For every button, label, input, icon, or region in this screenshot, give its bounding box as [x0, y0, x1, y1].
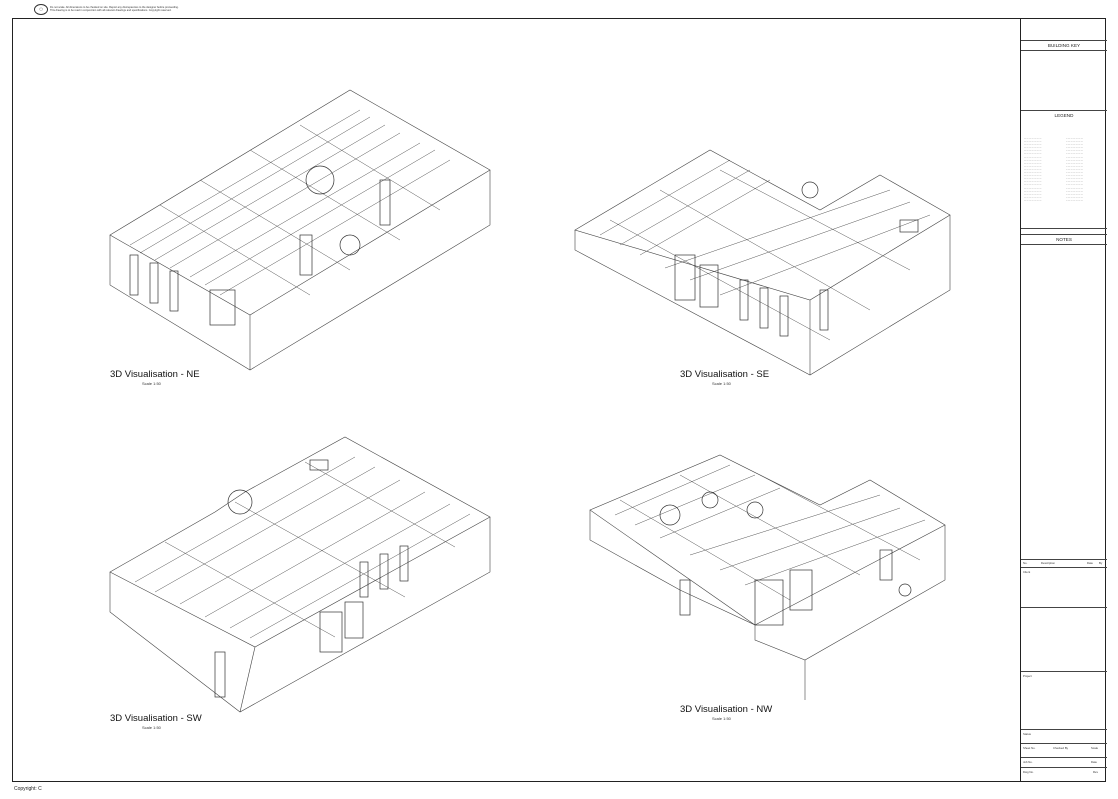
- title-block: BUILDING KEY LEGEND — — — — — — —— — — —…: [1020, 18, 1107, 782]
- disclaimer-text: Do not scale. All dimensions to be check…: [50, 6, 179, 12]
- checked-by-label: Checked By: [1053, 746, 1069, 750]
- view-se: [570, 110, 960, 380]
- building-key-area: [1021, 50, 1107, 110]
- view-title-se: 3D Visualisation - SE: [680, 369, 770, 380]
- sheet-info-box: Sheet No. Checked By Scale: [1021, 743, 1107, 757]
- view-title-sw: 3D Visualisation - SW: [110, 713, 202, 724]
- sheet-no-label: Sheet No.: [1023, 746, 1036, 750]
- building-key-heading: BUILDING KEY: [1021, 40, 1107, 50]
- iso-drawing-nw: [589, 454, 946, 700]
- view-scale-ne: Scale 1:50: [142, 381, 161, 386]
- rev-col-by: By: [1099, 561, 1103, 565]
- iso-drawing-sw: [109, 436, 491, 713]
- notes-area: [1021, 244, 1107, 494]
- legend-heading: LEGEND: [1021, 110, 1107, 120]
- rev-col-no: No.: [1023, 561, 1028, 565]
- client-label: Client: [1023, 570, 1031, 574]
- rev-col-date: Date: [1087, 561, 1093, 565]
- dwg-no-label: Dwg No.: [1023, 770, 1034, 774]
- legend-bottom-line: [1021, 228, 1107, 229]
- job-no-label: Job No.: [1023, 760, 1033, 764]
- iso-drawing-ne: [109, 89, 491, 371]
- client-detail-box: [1021, 607, 1107, 671]
- sheet-border: [12, 18, 1106, 782]
- scale-label: Scale: [1091, 746, 1098, 750]
- status-box: Status: [1021, 729, 1107, 743]
- notes-heading: NOTES: [1021, 234, 1107, 244]
- rev-col-description: Description: [1041, 561, 1055, 565]
- dwg-info-box: Dwg No. Rev: [1021, 767, 1107, 782]
- view-title-ne: 3D Visualisation - NE: [110, 369, 200, 380]
- client-box: Client: [1021, 567, 1107, 607]
- view-scale-nw: Scale 1:50: [712, 716, 731, 721]
- revision-header-row: No. Description Date By: [1021, 559, 1107, 567]
- job-info-box: Job No. Date: [1021, 757, 1107, 767]
- view-title-nw: 3D Visualisation - NW: [680, 704, 773, 715]
- status-label: Status: [1023, 732, 1031, 736]
- rev-label: Rev: [1093, 770, 1098, 774]
- legend-list: — — — — — — —— — — — — — —— — — — — — — …: [1024, 138, 1083, 202]
- copyright-text: Copyright: C: [14, 786, 42, 792]
- project-box: Project: [1021, 671, 1107, 729]
- view-sw: [105, 432, 495, 717]
- view-nw: [580, 440, 955, 705]
- iso-drawing-se: [574, 149, 951, 376]
- view-scale-sw: Scale 1:50: [142, 725, 161, 730]
- view-ne: [100, 85, 500, 375]
- company-logo: ◯: [34, 4, 48, 15]
- date-label: Date: [1091, 760, 1097, 764]
- view-scale-se: Scale 1:50: [712, 381, 731, 386]
- project-label: Project: [1023, 674, 1032, 678]
